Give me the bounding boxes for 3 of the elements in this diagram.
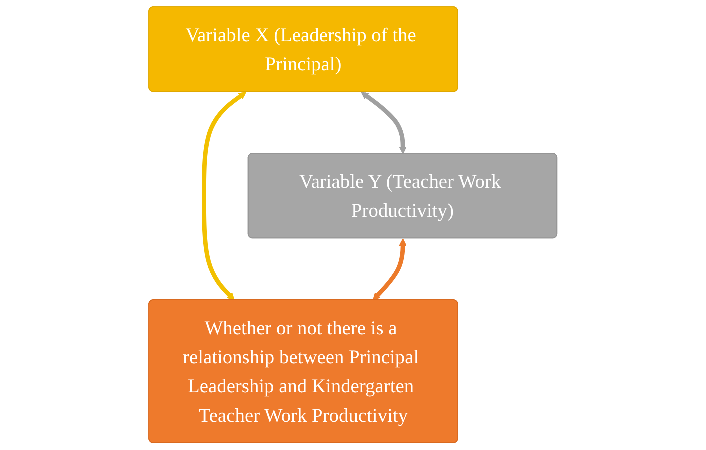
arrow xyxy=(202,92,246,301)
arrow xyxy=(372,238,407,301)
arrow xyxy=(361,92,407,154)
